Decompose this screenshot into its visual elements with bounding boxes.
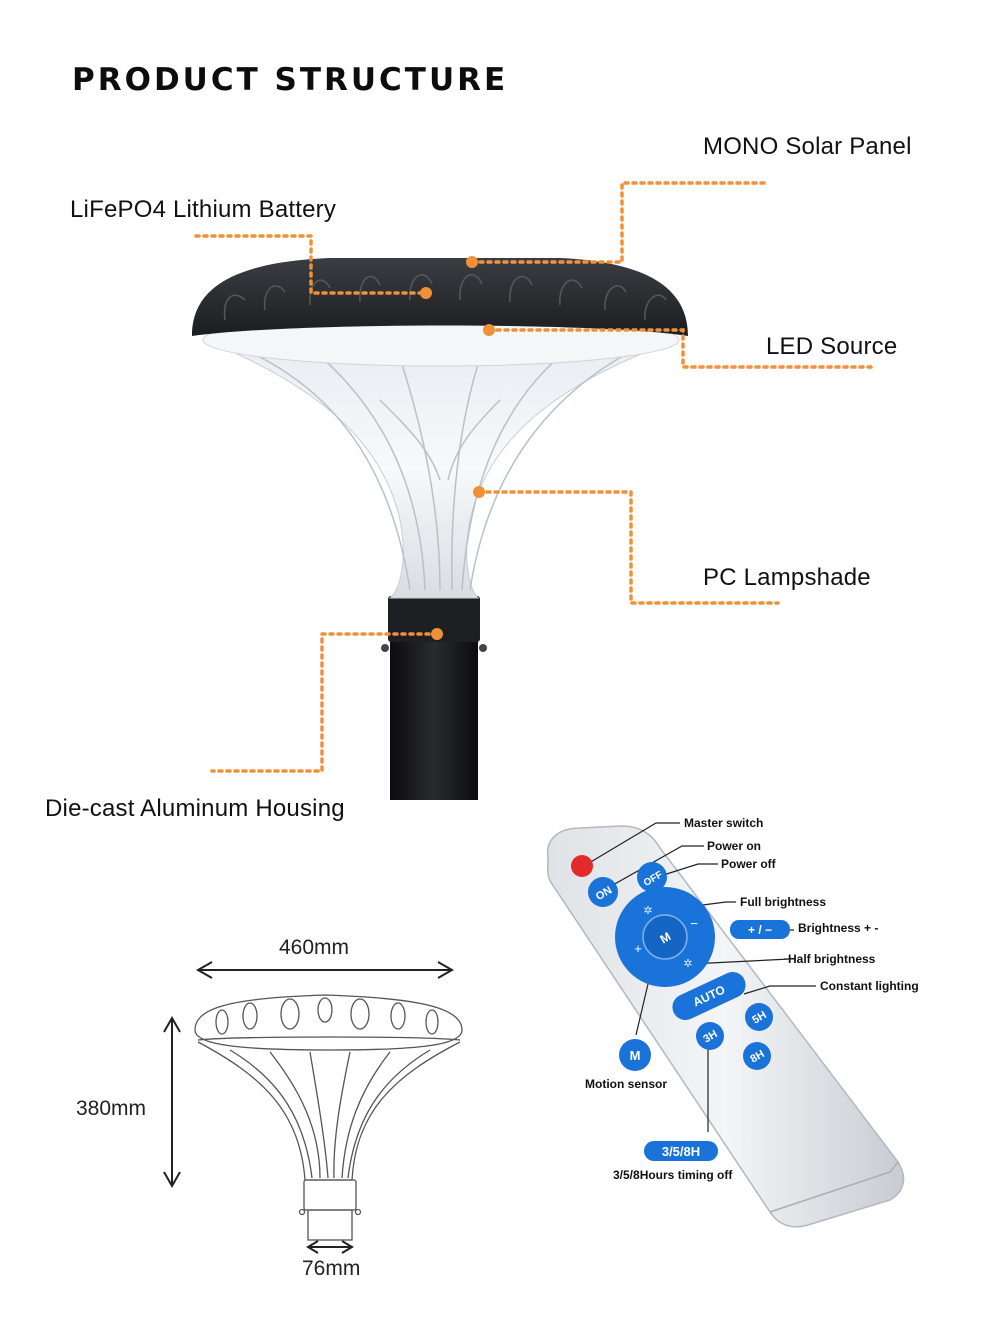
motion-sensor-label: Motion sensor — [585, 1077, 668, 1091]
on-button[interactable]: ON — [588, 877, 618, 907]
svg-text:3/5/8H: 3/5/8H — [662, 1144, 700, 1159]
solar-panel-marker — [466, 256, 478, 268]
svg-text:✲: ✲ — [643, 904, 652, 917]
lampshade-ribs — [249, 351, 631, 591]
svg-text:−: − — [690, 916, 698, 931]
svg-text:+ / −: + / − — [748, 923, 772, 937]
half-brightness-label: Half brightness — [788, 952, 876, 966]
solar-cap-shape — [192, 258, 688, 336]
svg-text:+: + — [634, 941, 642, 956]
power-off-label: Power off — [721, 857, 776, 871]
lampshade-marker — [473, 486, 485, 498]
timer-3h-button[interactable]: 3H — [696, 1022, 724, 1050]
pole-shape — [390, 640, 478, 800]
timer-5h-button[interactable]: 5H — [745, 1003, 773, 1031]
motion-sensor-badge: M — [619, 1039, 651, 1071]
power-on-label: Power on — [707, 839, 762, 853]
page-title: PRODUCT STRUCTURE — [72, 62, 509, 98]
housing-label: Die-cast Aluminum Housing — [45, 795, 345, 822]
lampshade-label: PC Lampshade — [703, 564, 871, 591]
width-dimension: 460mm — [279, 936, 350, 959]
timing-badge: 3/5/8H — [644, 1141, 718, 1161]
timer-8h-button[interactable]: 8H — [743, 1042, 771, 1070]
pole-collar — [388, 596, 480, 642]
led-source-label: LED Source — [766, 333, 898, 360]
battery-marker — [420, 287, 432, 299]
svg-text:M: M — [630, 1048, 641, 1063]
height-dimension: 380mm — [76, 1097, 147, 1120]
solar-panel-label: MONO Solar Panel — [703, 133, 912, 160]
master-switch-button[interactable] — [571, 855, 593, 877]
constant-lighting-label: Constant lighting — [820, 979, 919, 993]
housing-marker — [431, 628, 443, 640]
full-brightness-label: Full brightness — [740, 895, 827, 909]
brightness-dial[interactable]: M + − ✲ ✲ — [615, 887, 715, 987]
brightness-label: Brightness + - — [798, 921, 879, 935]
timing-off-label: 3/5/8Hours timing off — [613, 1168, 733, 1182]
led-source-marker — [483, 324, 495, 336]
lampshade-shape — [205, 339, 677, 599]
svg-text:✲: ✲ — [683, 957, 692, 970]
off-button[interactable]: OFF — [637, 862, 667, 892]
pole-dimension: 76mm — [302, 1257, 361, 1280]
master-switch-label: Master switch — [684, 816, 764, 830]
battery-label: LiFePO4 Lithium Battery — [70, 196, 337, 223]
brightness-badge: + / − — [730, 920, 790, 939]
